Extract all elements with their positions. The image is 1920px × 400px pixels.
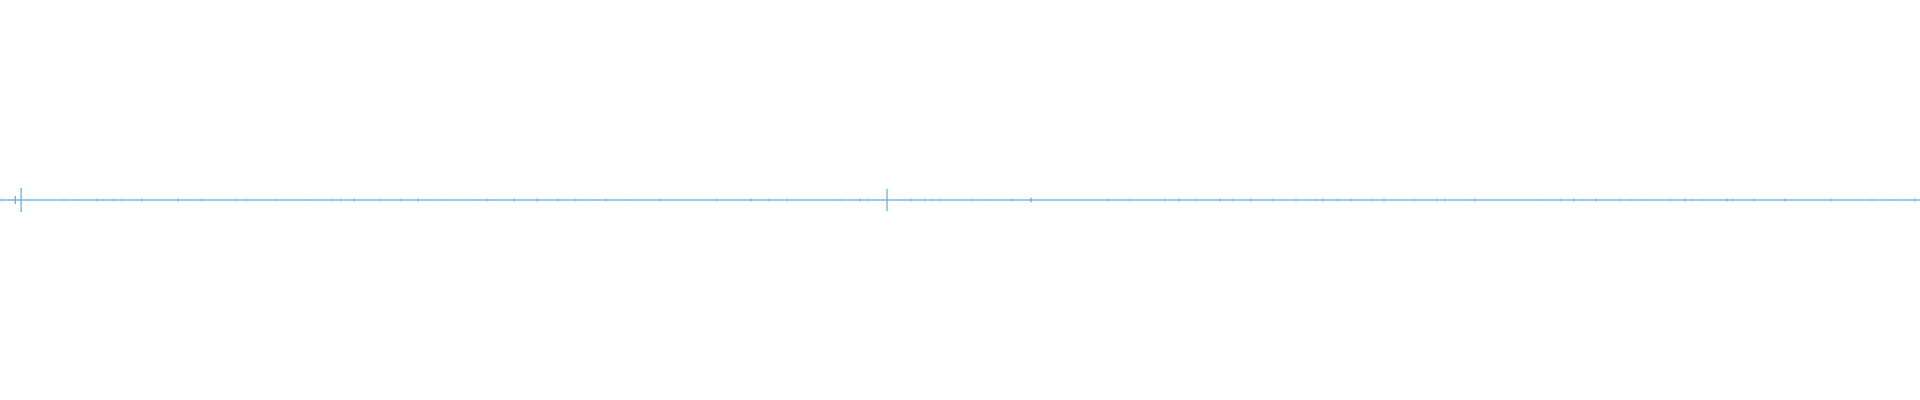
waveform-peaks [14,188,1032,212]
waveform-noise [1,197,1916,203]
